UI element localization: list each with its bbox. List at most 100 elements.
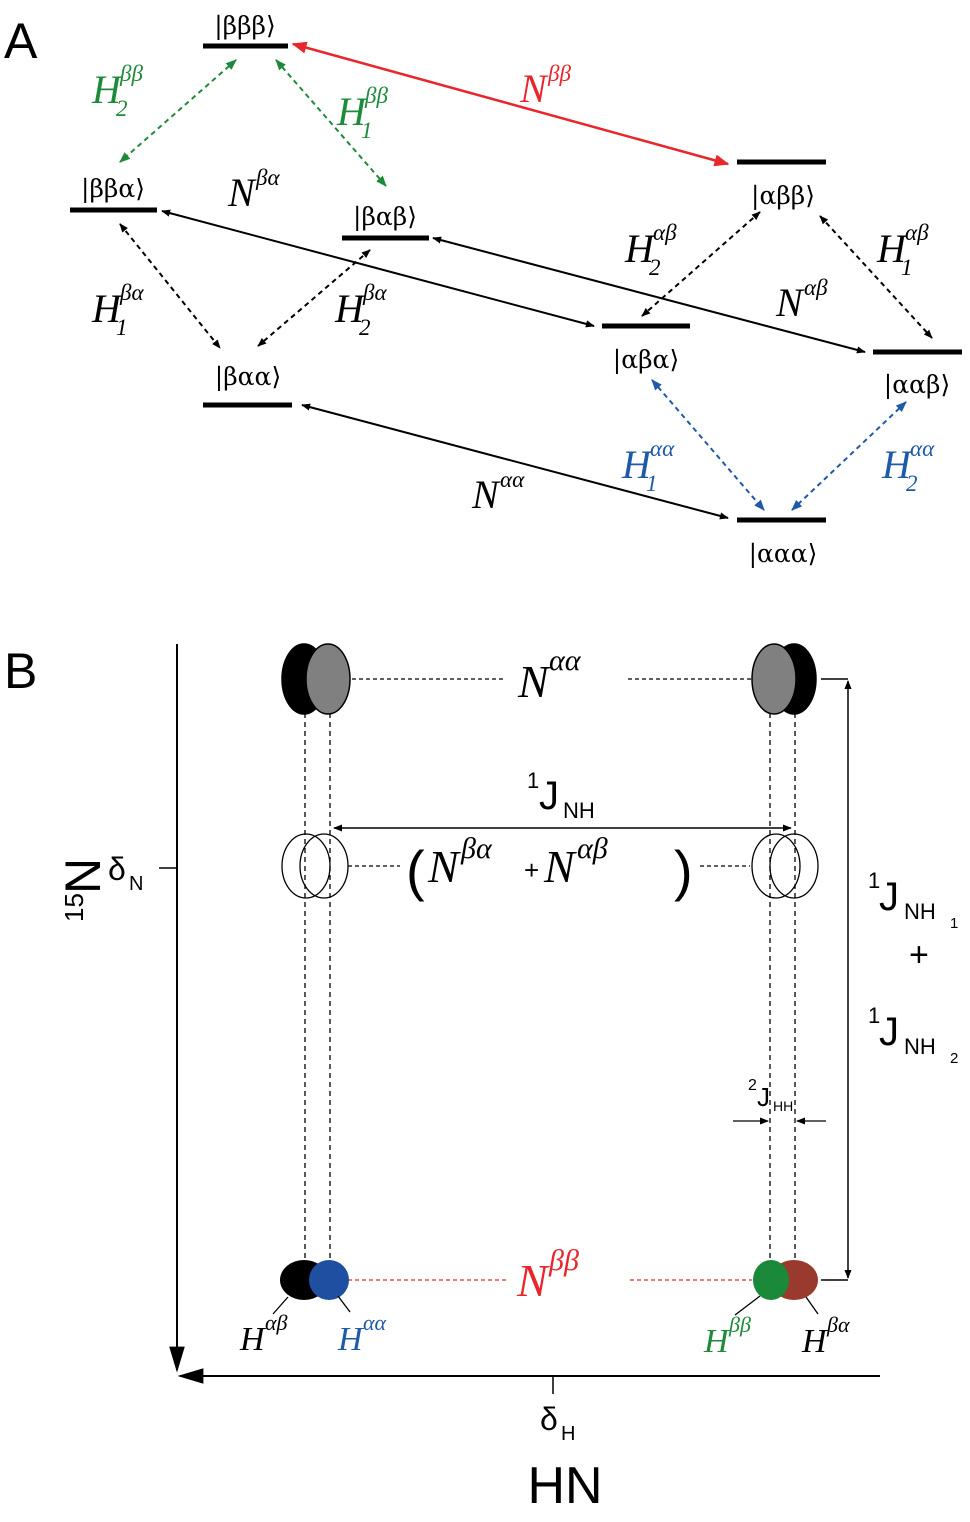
svg-text:ββ: ββ xyxy=(547,61,571,86)
svg-text:1: 1 xyxy=(361,118,373,143)
state-bab: |βαβ⟩ xyxy=(353,202,417,232)
label-h2ba: H βα 2 xyxy=(334,280,387,340)
svg-text:2: 2 xyxy=(906,471,918,496)
state-bba: |ββα⟩ xyxy=(81,174,145,204)
svg-text:δ: δ xyxy=(108,851,126,887)
svg-text:αα: αα xyxy=(500,467,525,492)
svg-text:αβ: αβ xyxy=(804,275,828,300)
svg-text:NH: NH xyxy=(563,798,595,823)
arrow-h1ab xyxy=(819,215,933,339)
panel-a-label: A xyxy=(4,13,38,69)
svg-text:H: H xyxy=(334,286,366,331)
arrow-nbb xyxy=(291,41,730,167)
peak-top-left xyxy=(281,643,351,715)
svg-text:ββ: ββ xyxy=(728,1312,751,1337)
svg-text:H: H xyxy=(91,286,123,331)
label-h1ba: H βα 1 xyxy=(91,280,144,340)
leader-hab xyxy=(272,1296,289,1315)
energy-levels xyxy=(70,43,962,523)
peak-bottom-right xyxy=(753,1260,818,1300)
svg-text:N: N xyxy=(543,841,577,892)
svg-text:N: N xyxy=(775,280,805,325)
svg-text:αβ: αβ xyxy=(577,832,608,865)
svg-text:αα: αα xyxy=(910,436,935,461)
svg-text:1: 1 xyxy=(868,868,880,893)
svg-text:H: H xyxy=(703,1323,731,1360)
svg-text:J: J xyxy=(539,774,559,818)
svg-text:H: H xyxy=(91,67,123,112)
svg-text:H: H xyxy=(337,1321,365,1358)
svg-text:NH: NH xyxy=(904,1034,936,1059)
svg-text:N: N xyxy=(129,873,143,895)
svg-text:2: 2 xyxy=(359,315,371,340)
svg-text:N: N xyxy=(517,656,551,707)
svg-text:+: + xyxy=(524,855,539,885)
label-middle: ( N βα + N αβ ) xyxy=(406,832,693,902)
label-h1aa: H αα 1 xyxy=(621,436,675,496)
svg-text:1: 1 xyxy=(868,1003,880,1028)
svg-text:βα: βα xyxy=(826,1312,850,1337)
leader-hbb xyxy=(734,1295,761,1316)
transition-arrows xyxy=(119,41,933,520)
svg-text:2: 2 xyxy=(950,1050,958,1067)
svg-text:αβ: αβ xyxy=(653,220,677,245)
label-hab: H αβ xyxy=(239,1310,288,1358)
svg-text:2: 2 xyxy=(116,96,128,121)
svg-text:βα: βα xyxy=(119,280,144,305)
guide-lines xyxy=(304,704,796,1262)
label-nab: N αβ xyxy=(775,275,828,325)
svg-text:H: H xyxy=(801,1323,829,1360)
label-haa: H αα xyxy=(337,1310,387,1358)
svg-text:HH: HH xyxy=(773,1098,793,1114)
label-b-nbb: N ββ xyxy=(516,1244,579,1306)
label-delta-h: δ H xyxy=(540,1401,575,1445)
arrow-naa xyxy=(301,403,729,520)
svg-text:βα: βα xyxy=(255,165,280,190)
svg-text:H: H xyxy=(561,1423,575,1445)
state-baa: |βαα⟩ xyxy=(215,362,281,392)
svg-text:N: N xyxy=(227,170,257,215)
state-bbb: |βββ⟩ xyxy=(214,11,276,41)
svg-text:H: H xyxy=(876,226,908,271)
svg-text:1: 1 xyxy=(116,315,128,340)
svg-text:N: N xyxy=(427,841,461,892)
svg-text:αα: αα xyxy=(650,436,675,461)
svg-text:): ) xyxy=(674,839,693,902)
svg-text:J: J xyxy=(879,875,899,919)
svg-text:H: H xyxy=(881,442,913,487)
state-aab: |ααβ⟩ xyxy=(884,370,950,400)
svg-text:αβ: αβ xyxy=(265,1310,288,1335)
svg-text:N: N xyxy=(519,66,549,111)
leader-haa xyxy=(337,1295,351,1313)
svg-text:1: 1 xyxy=(527,768,539,793)
label-n15: N 15 xyxy=(55,858,111,922)
label-delta-n: δ N xyxy=(108,851,143,895)
svg-text:2: 2 xyxy=(748,1077,757,1094)
svg-text:ββ: ββ xyxy=(119,61,143,86)
label-jnh: 1 J NH xyxy=(527,768,595,823)
svg-text:+: + xyxy=(909,936,929,974)
peak-top-right xyxy=(751,643,817,715)
svg-text:αα: αα xyxy=(363,1310,387,1335)
state-aaa: |ααα⟩ xyxy=(749,539,818,569)
svg-text:1: 1 xyxy=(950,915,958,932)
svg-text:H: H xyxy=(621,442,653,487)
panel-b-label: B xyxy=(4,643,37,699)
svg-text:J: J xyxy=(879,1010,899,1054)
svg-text:NH: NH xyxy=(904,899,936,924)
svg-text:βα: βα xyxy=(362,280,387,305)
label-hba: H βα xyxy=(801,1312,850,1360)
leader-hba xyxy=(805,1296,819,1315)
state-aba: |αβα⟩ xyxy=(613,345,679,375)
svg-text:N: N xyxy=(471,472,501,517)
label-h1ab: H αβ 1 xyxy=(876,220,929,280)
svg-text:J: J xyxy=(757,1082,770,1112)
label-hbb: H ββ xyxy=(703,1312,751,1360)
label-h1bb: H ββ 1 xyxy=(336,83,388,143)
svg-text:ββ: ββ xyxy=(548,1244,579,1277)
svg-text:H: H xyxy=(336,89,368,134)
svg-text:1: 1 xyxy=(646,471,658,496)
label-nbb: N ββ xyxy=(519,61,571,111)
svg-text:N: N xyxy=(516,1255,550,1306)
